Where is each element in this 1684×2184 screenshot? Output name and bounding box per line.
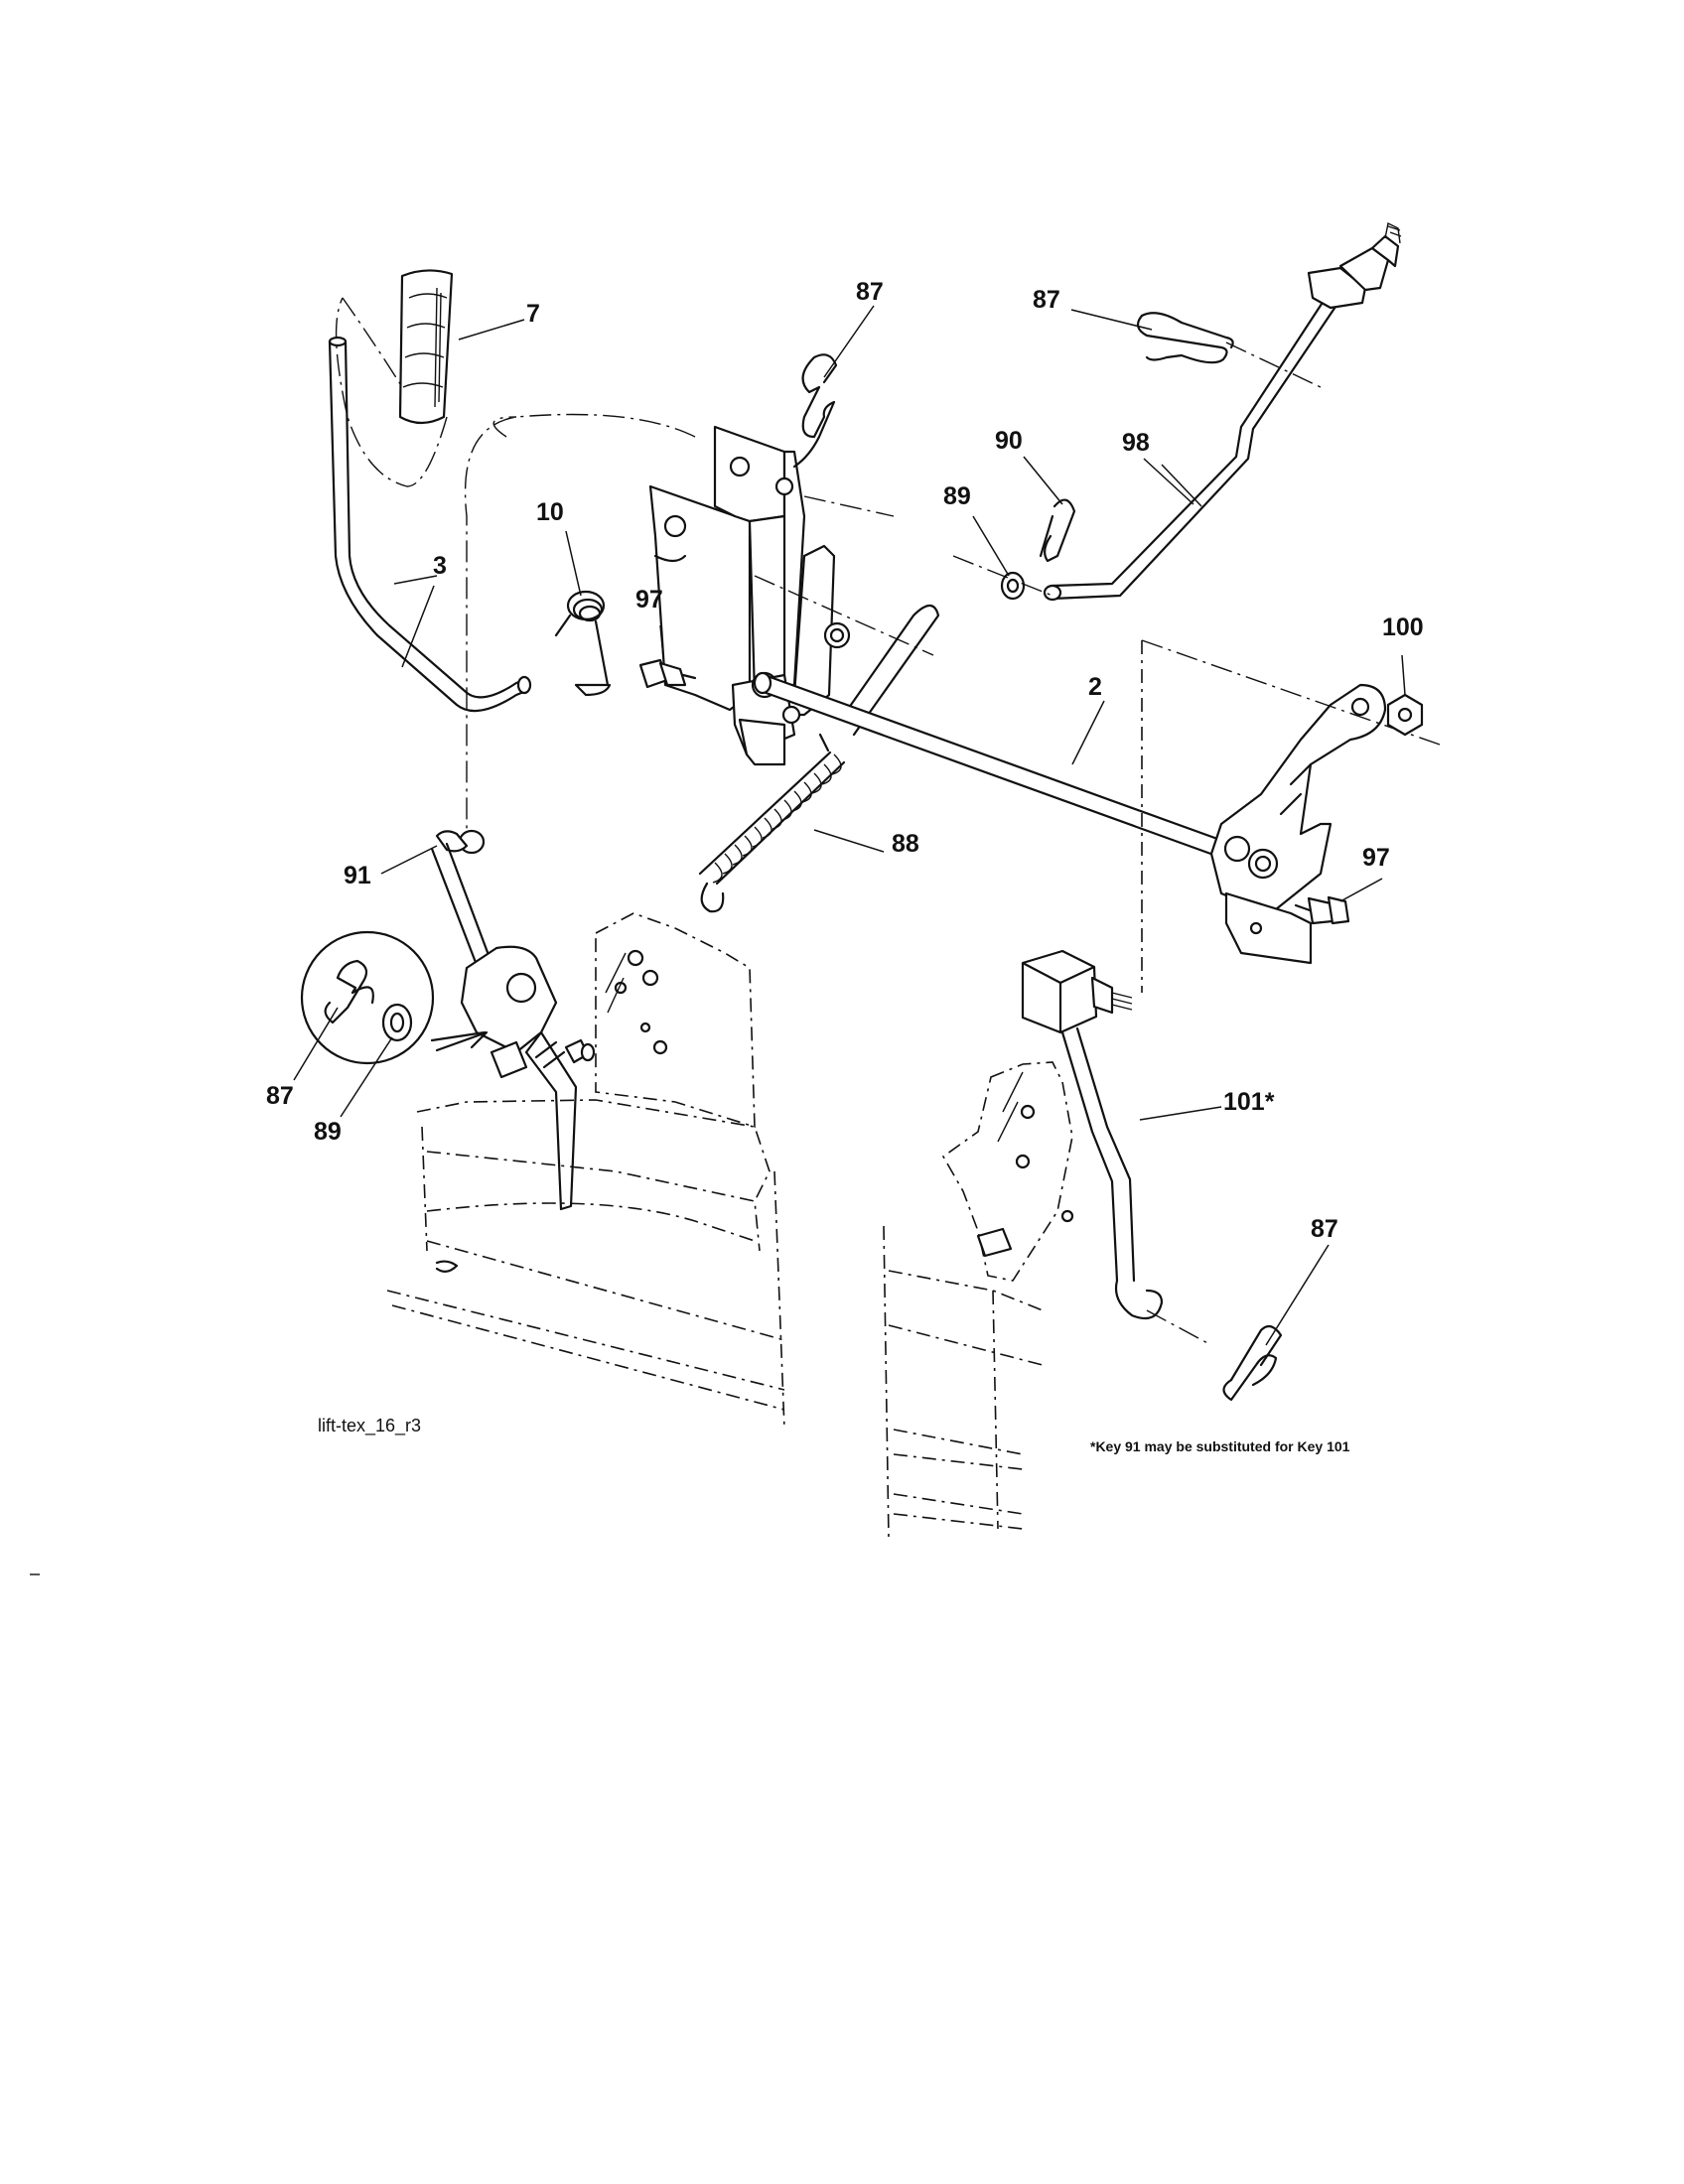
- callout-hairpin-right: 87: [1033, 286, 1060, 314]
- right-lift-arm-part: [1141, 639, 1441, 993]
- detail-circle-part: [300, 930, 489, 1065]
- callout-washer-detail: 89: [314, 1118, 342, 1146]
- left-mounting-plate-part: [595, 912, 756, 1129]
- callout-cotter-pin: 90: [995, 427, 1023, 455]
- extension-spring-part: [698, 733, 846, 913]
- handle-grip-part: [335, 269, 454, 487]
- torsion-spring-part: [554, 590, 612, 697]
- hairpin-clip-top-part: [792, 353, 838, 469]
- callout-grip: 7: [526, 300, 540, 328]
- lift-bracket-part: [648, 425, 895, 712]
- callout-nut: 100: [1382, 614, 1424, 641]
- hex-nut-part: [1386, 693, 1424, 737]
- callout-lower-link: 101*: [1223, 1088, 1275, 1116]
- adjust-rod-part: [1043, 221, 1402, 602]
- callout-lift-handle: 3: [433, 552, 447, 580]
- right-lower-link-part: [1021, 949, 1212, 1346]
- callout-hairpin-bottom: 87: [1311, 1215, 1338, 1243]
- cotter-pin-part: [1039, 498, 1076, 563]
- clevis-bracket-part: [731, 544, 940, 766]
- drawing-id: lift-tex_16_r3: [318, 1416, 421, 1436]
- left-deck-outline: [386, 1099, 785, 1431]
- shoulder-bolt-right-part: [1294, 895, 1350, 925]
- right-deck-outline: [883, 1225, 1044, 1540]
- callout-lift-shaft: 2: [1088, 673, 1102, 701]
- callout-torsion-spring: 10: [536, 498, 564, 526]
- callout-lift-link: 91: [344, 862, 371, 889]
- washer-top-part: [952, 555, 1053, 601]
- callout-bolt-left: 97: [635, 586, 663, 614]
- hairpin-clip-right-part: [1136, 312, 1322, 388]
- callout-hairpin-top: 87: [856, 278, 884, 306]
- callout-adjust-rod: 98: [1122, 429, 1150, 457]
- hairpin-clip-bottom-part: [1222, 1324, 1283, 1402]
- callout-washer-top: 89: [943, 482, 971, 510]
- callout-bolt-right: 97: [1362, 844, 1390, 872]
- lift-handle-rod-part: [328, 336, 532, 713]
- left-lower-arm-part: [460, 945, 596, 1211]
- callout-extension-spring: 88: [892, 830, 919, 858]
- shoulder-bolt-left-part: [638, 658, 697, 689]
- leader-lines: [293, 305, 1406, 1346]
- footnote: *Key 91 may be substituted for Key 101: [1090, 1438, 1350, 1454]
- right-mounting-plate-part: [941, 1061, 1074, 1282]
- callout-hairpin-detail: 87: [266, 1082, 294, 1110]
